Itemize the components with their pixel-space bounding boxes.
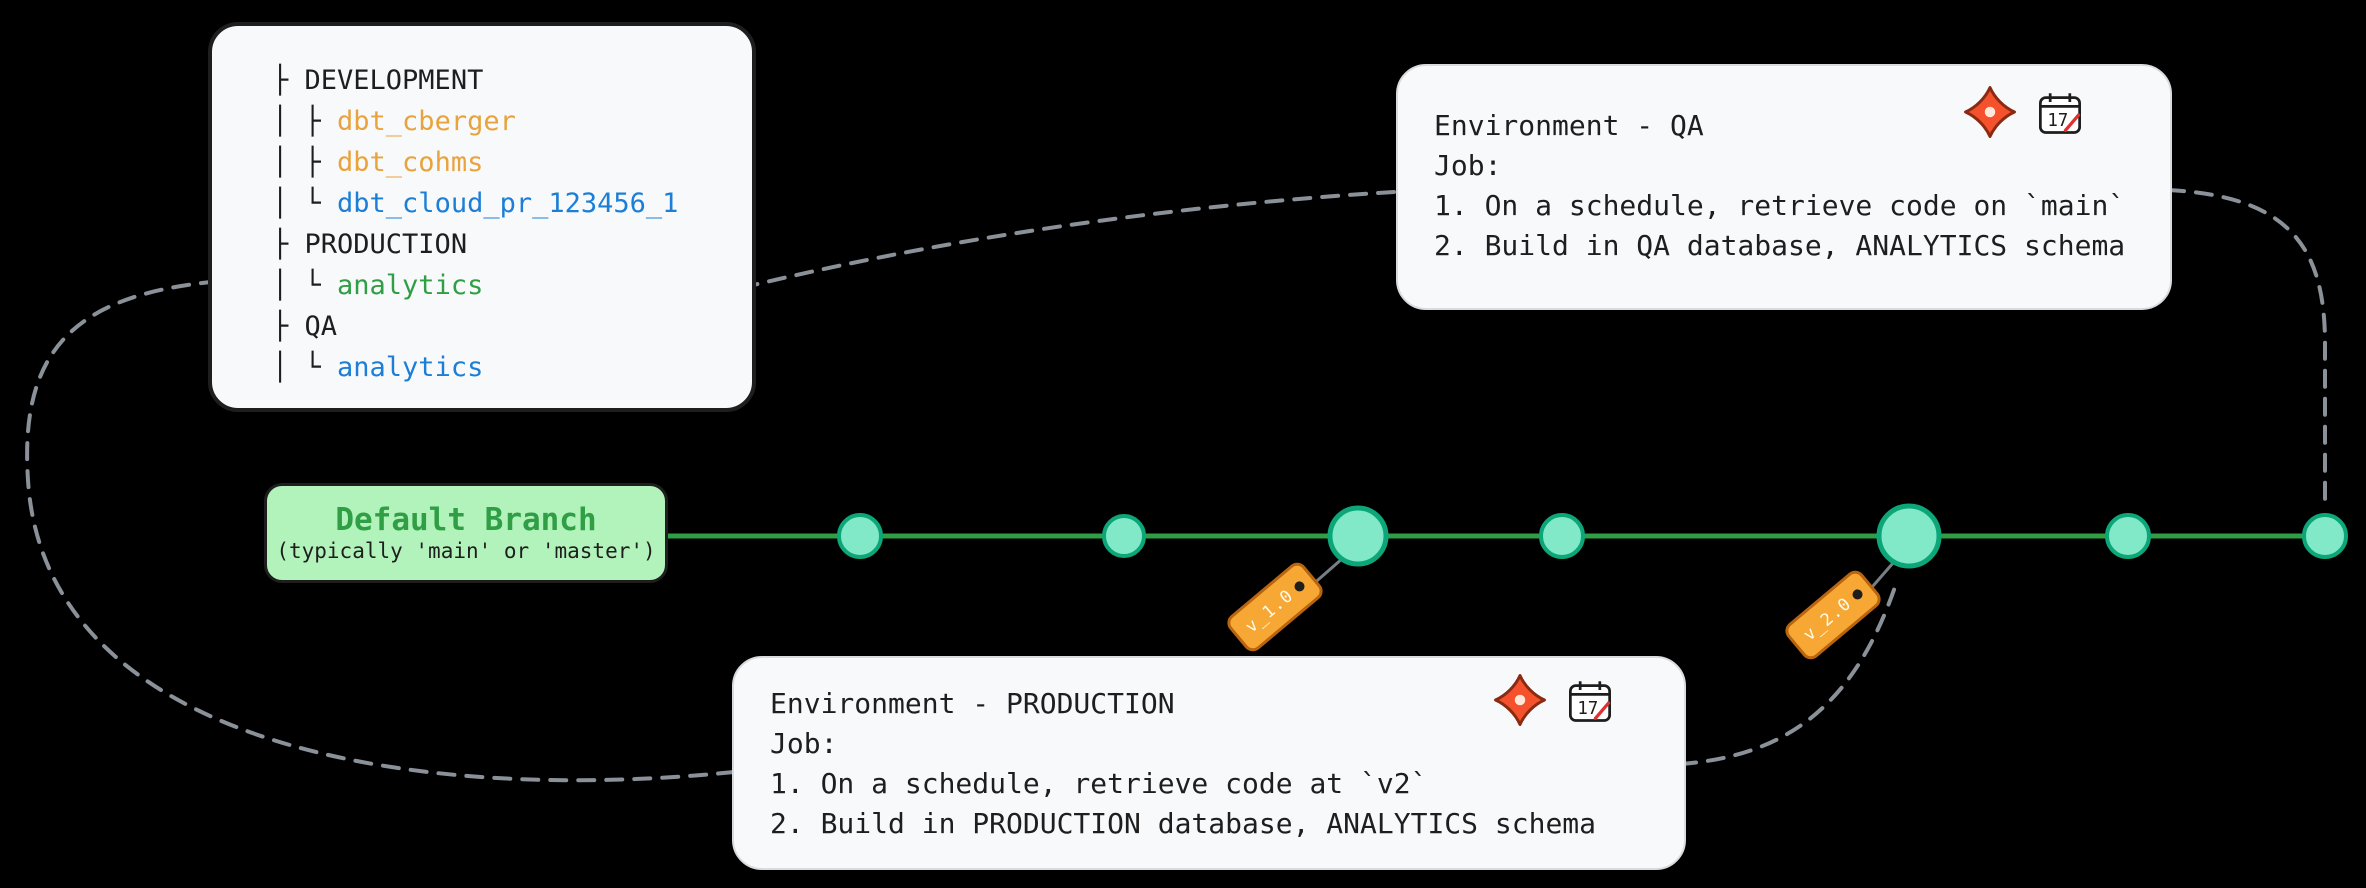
tree-label-dbt-cohms: dbt_cohms	[337, 147, 484, 178]
qa-card-step-2: 2. Build in QA database, ANALYTICS schem…	[1434, 229, 2126, 262]
prod-card-title: Environment - PRODUCTION	[770, 687, 1175, 720]
tree-label-prod-analytics: analytics	[337, 270, 484, 301]
dashed-prod-to-tree	[25, 276, 736, 783]
tree-branch-glyph: ├	[272, 65, 305, 96]
dashed-qa-to-commit	[2166, 188, 2327, 510]
calendar-icon: 17	[2039, 93, 2081, 134]
tree-branch-glyph: │ └	[272, 352, 338, 383]
tree-branch-glyph: ├	[272, 229, 305, 260]
tree-label-development: DEVELOPMENT	[304, 65, 484, 96]
tree-row-dbt-cloud-pr: │ └ dbt_cloud_pr_123456_1	[272, 183, 752, 224]
tree-label-qa: QA	[304, 311, 338, 342]
qa-environment-card: Environment - QA Job: 1. On a schedule, …	[1396, 64, 2172, 310]
qa-card-icons: 17	[1962, 84, 2084, 140]
default-branch-box: Default Branch (typically 'main' or 'mas…	[264, 483, 668, 583]
qa-card-step-1: 1. On a schedule, retrieve code on `main…	[1434, 189, 2126, 222]
dashed-prod-to-commit	[1678, 582, 1898, 766]
tree-label-dbt-cberger: dbt_cberger	[337, 106, 516, 137]
prod-card-job-label: Job:	[770, 727, 838, 760]
prod-card-step-1: 1. On a schedule, retrieve code at `v2`	[770, 767, 1428, 800]
calendar-day-number: 17	[1577, 699, 1598, 719]
tree-label-production: PRODUCTION	[304, 229, 468, 260]
tree-branch-glyph: │ ├	[272, 106, 338, 137]
tree-branch-glyph: │ └	[272, 188, 338, 219]
prod-card-step-2: 2. Build in PRODUCTION database, ANALYTI…	[770, 807, 1597, 840]
tree-branch-glyph: ├	[272, 311, 305, 342]
calendar-icon: 17	[1569, 681, 1611, 722]
tree-row-qa: ├ QA	[272, 306, 752, 347]
tree-branch-glyph: │ ├	[272, 147, 338, 178]
calendar-day-number: 17	[2047, 111, 2068, 131]
dbt-icon	[1964, 86, 2016, 138]
tree-label-dbt-cloud-pr: dbt_cloud_pr_123456_1	[337, 188, 679, 219]
production-environment-card: Environment - PRODUCTION Job: 1. On a sc…	[732, 656, 1686, 870]
dbt-icon	[1494, 674, 1546, 726]
tree-branch-glyph: │ └	[272, 270, 338, 301]
tree-row-development: ├ DEVELOPMENT	[272, 60, 752, 101]
tree-row-dbt-cberger: │ ├ dbt_cberger	[272, 101, 752, 142]
tree-label-qa-analytics: analytics	[337, 352, 484, 383]
prod-card-icons: 17	[1492, 672, 1614, 728]
tree-row-production: ├ PRODUCTION	[272, 224, 752, 265]
default-branch-subtitle: (typically 'main' or 'master')	[276, 539, 656, 563]
qa-card-job-label: Job:	[1434, 149, 1502, 182]
qa-card-title: Environment - QA	[1434, 109, 1704, 142]
tree-row-prod-analytics: │ └ analytics	[272, 265, 752, 306]
tree-row-qa-analytics: │ └ analytics	[272, 347, 752, 388]
default-branch-title: Default Branch	[335, 502, 597, 538]
schema-tree-card: ├ DEVELOPMENT │ ├ dbt_cberger │ ├ dbt_co…	[208, 22, 756, 412]
tree-row-dbt-cohms: │ ├ dbt_cohms	[272, 142, 752, 183]
